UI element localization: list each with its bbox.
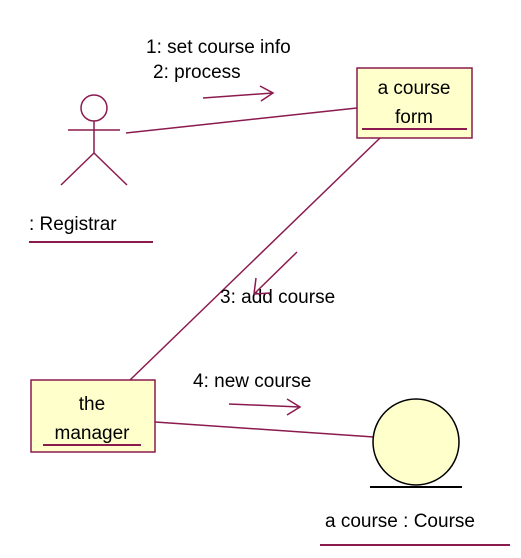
message-arrow-1-2 [202, 85, 275, 102]
registrar-label: : Registrar [29, 214, 117, 235]
message-4-label: 4: new course [193, 371, 311, 392]
course-form-box [356, 67, 473, 139]
message-1-label: 1: set course info [146, 37, 291, 58]
course-form-object[interactable]: a course form [356, 67, 473, 139]
course-form-line1: a course [378, 78, 451, 99]
manager-object[interactable]: the manager [30, 379, 156, 453]
link-form-manager [129, 137, 381, 381]
entity-circle-icon [370, 398, 462, 488]
stick-figure-actor-icon [60, 94, 128, 186]
link-manager-course [154, 421, 375, 438]
message-arrow-4 [228, 398, 302, 416]
message-3-label: 3: add course [220, 287, 335, 308]
course-entity[interactable]: a course : Course [320, 398, 510, 546]
manager-line1: the [79, 394, 105, 415]
manager-box [30, 379, 156, 453]
course-form-line2: form [395, 107, 433, 128]
registrar-actor[interactable]: : Registrar [29, 94, 153, 243]
link-registrar-form [125, 107, 358, 134]
course-entity-label: a course : Course [325, 511, 475, 532]
message-2-label: 2: process [153, 62, 241, 83]
message-arrow-3 [253, 251, 298, 295]
manager-line2: manager [55, 423, 131, 444]
